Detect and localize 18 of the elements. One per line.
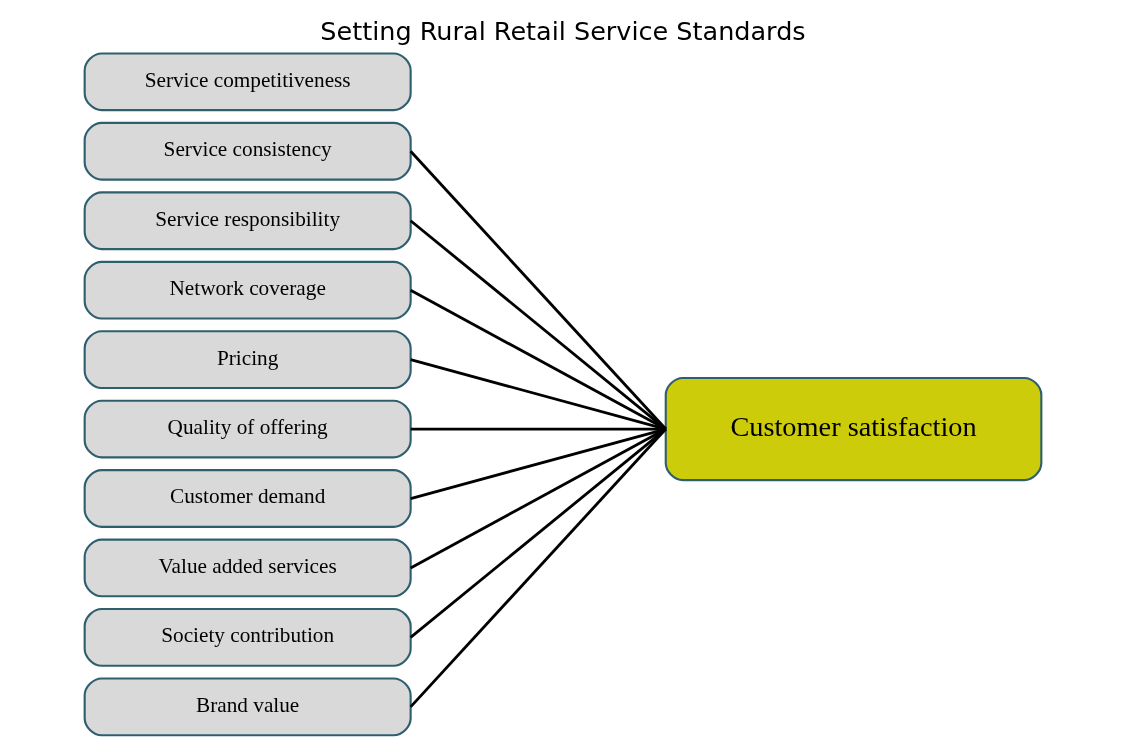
node-box: Value added services bbox=[83, 538, 412, 598]
node-box: Network coverage bbox=[83, 260, 412, 320]
node-box: Service consistency bbox=[83, 121, 412, 181]
node-box: Service responsibility bbox=[83, 191, 412, 251]
connector bbox=[409, 428, 667, 708]
connector bbox=[409, 288, 666, 431]
node-box: Society contribution bbox=[83, 608, 412, 667]
connector bbox=[409, 150, 667, 431]
node-box: Customer satisfaction bbox=[664, 376, 1042, 482]
node-box: Brand value bbox=[83, 677, 412, 737]
connector bbox=[409, 427, 666, 570]
connector bbox=[409, 219, 667, 431]
connector bbox=[409, 427, 667, 639]
node-box: Quality of offering bbox=[83, 399, 412, 459]
diagram-title: Setting Rural Retail Service Standards bbox=[319, 15, 806, 46]
node-box: Service competitiveness bbox=[83, 52, 412, 112]
node-box: Customer demand bbox=[83, 469, 412, 528]
node-box: Pricing bbox=[83, 330, 412, 390]
